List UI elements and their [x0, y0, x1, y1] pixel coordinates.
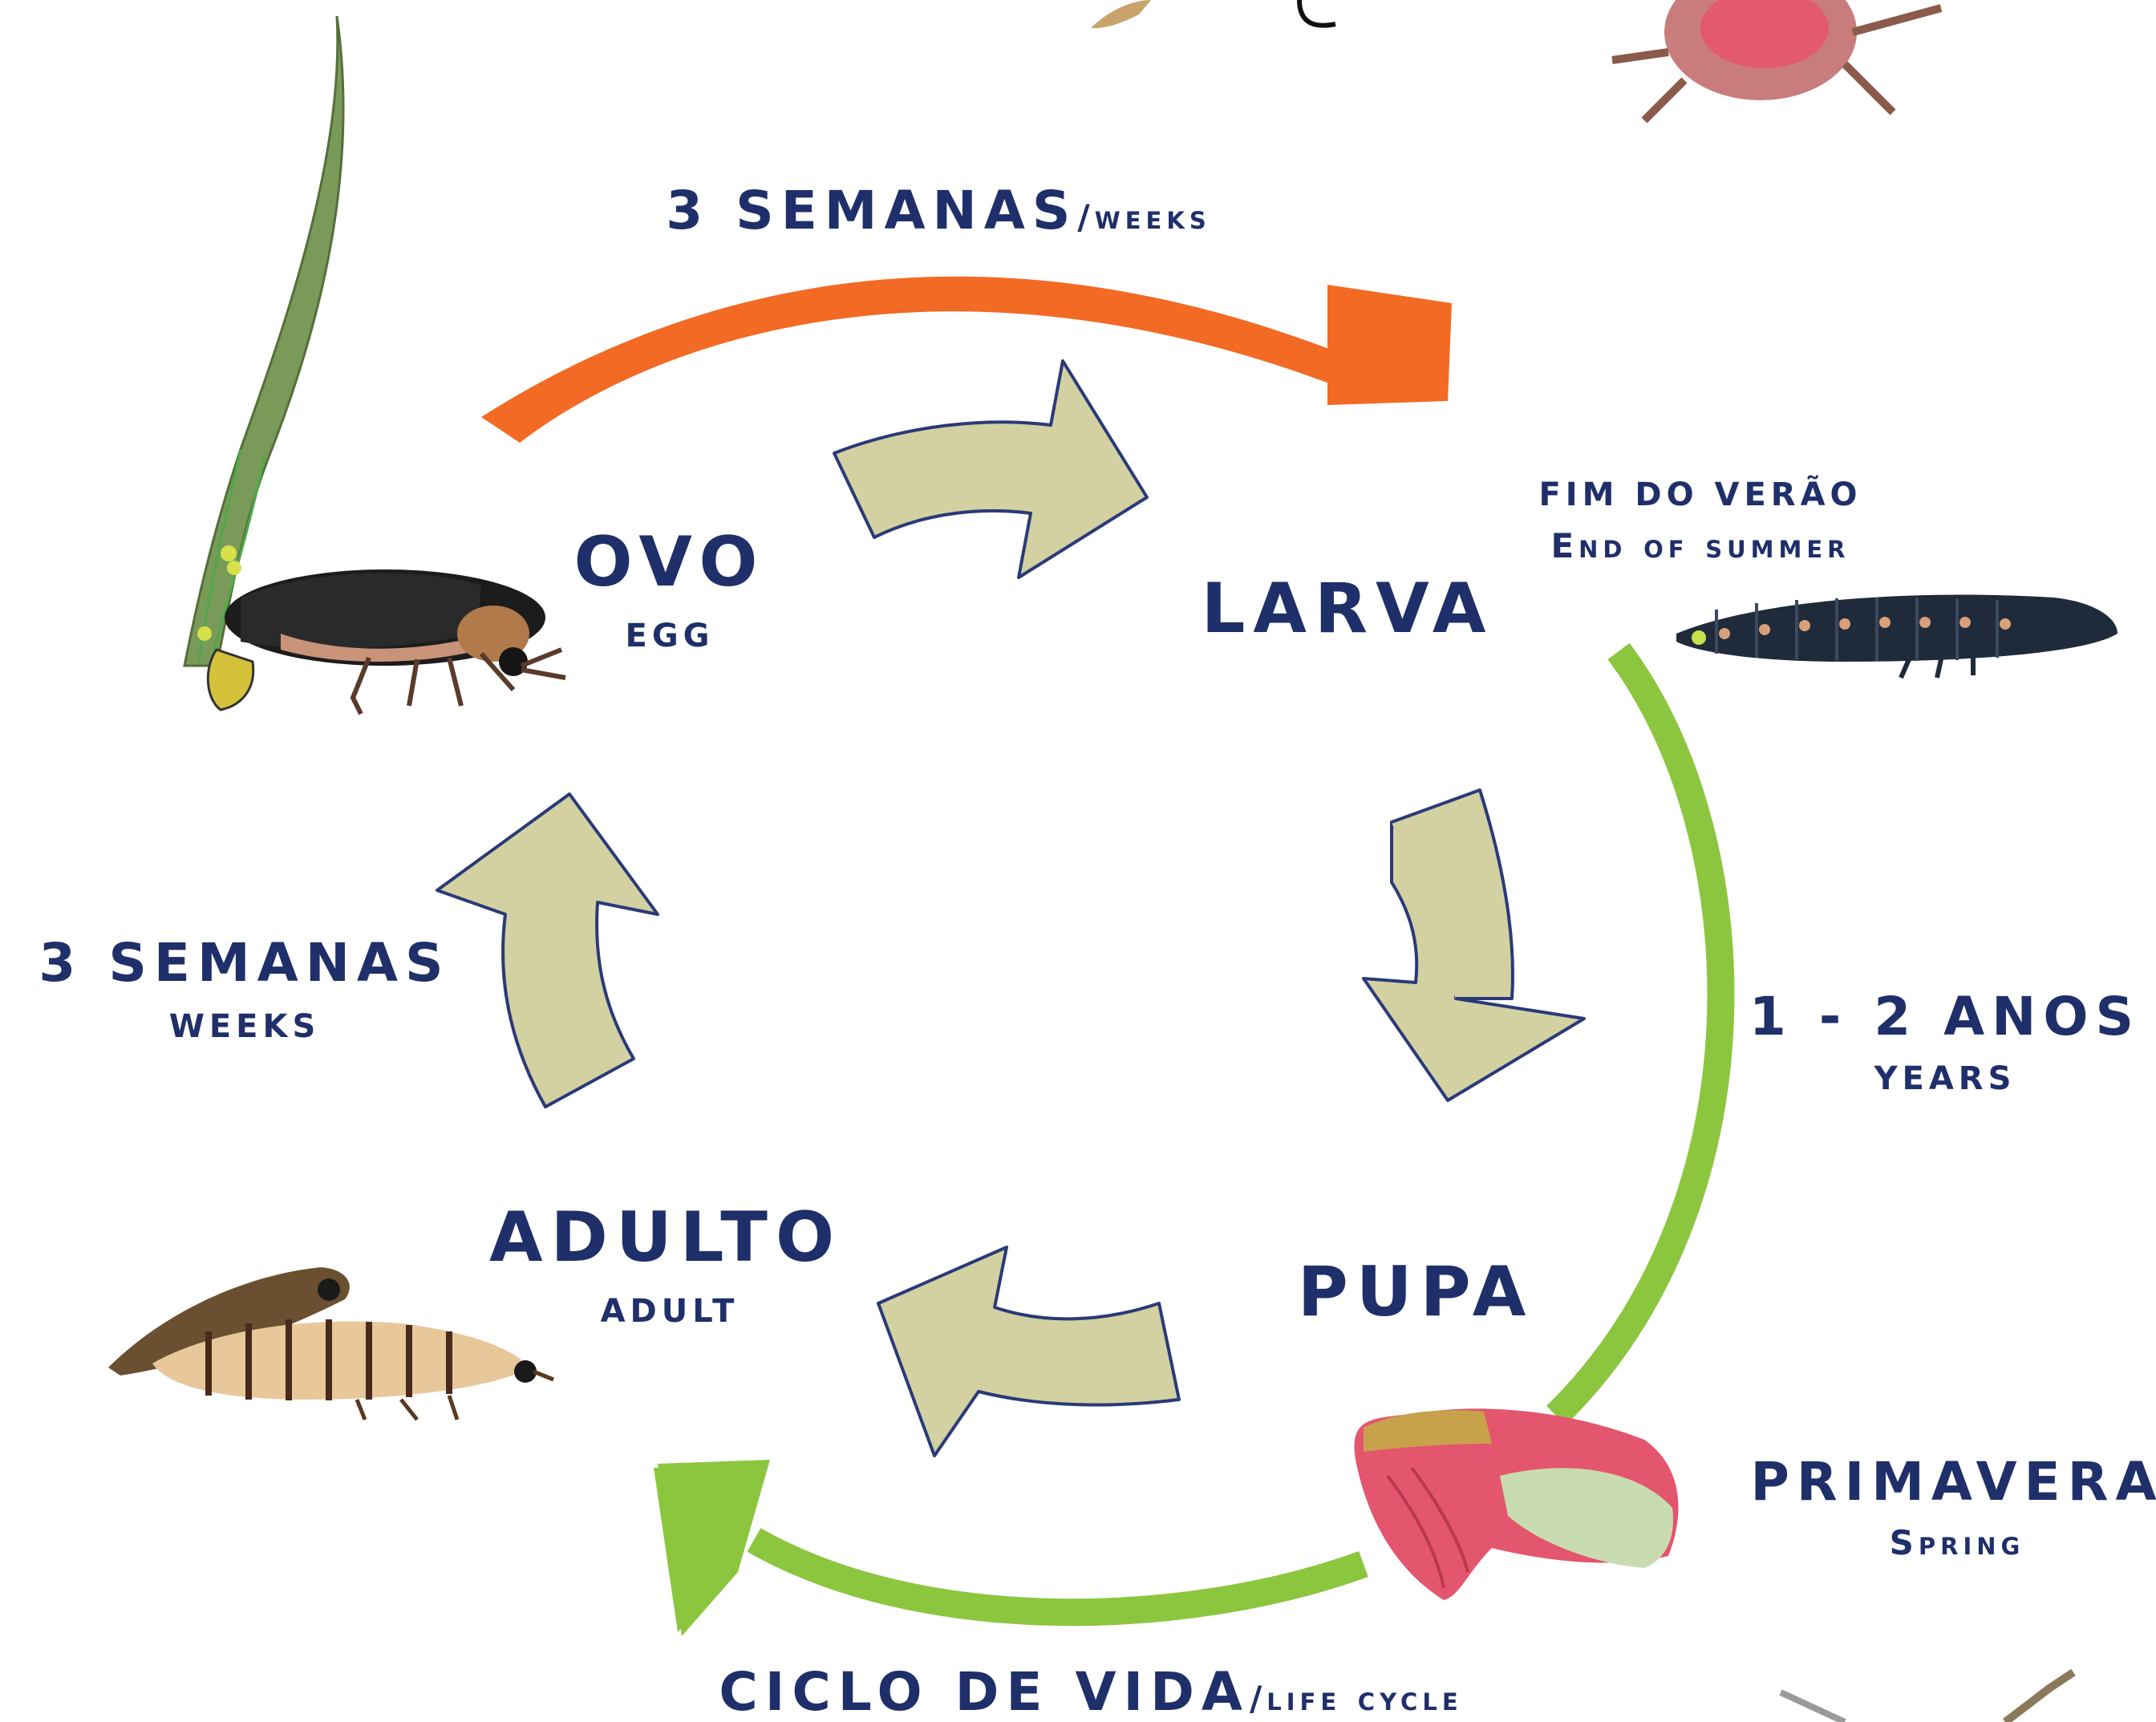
cycle-arrow-egg-to-larva [834, 361, 1147, 577]
stage-larva-name: LARVA [1202, 569, 1494, 649]
season-larva-main: FIM DO VERÃO [1538, 474, 1862, 513]
cycle-arrow-adult-to-egg [437, 794, 658, 1107]
life-cycle-caption-main: CICLO DE VIDA [719, 1661, 1250, 1722]
duration-egg-to-larva: 3 SEMANAS/weeks [666, 180, 1210, 241]
stage-egg-translation: EGG [626, 618, 715, 654]
stage-adult-name: ADULTO [489, 1197, 842, 1278]
life-cycle-caption-sub: /life cycle [1250, 1679, 1463, 1718]
stage-adult-translation: ADULT [601, 1293, 740, 1330]
stage-pupa-name: PUPA [1298, 1252, 1534, 1332]
firefly-female-on-grass-icon [184, 16, 565, 714]
duration-larva-to-pupa-main: 1 - 2 ANOS [1749, 986, 2141, 1047]
cycle-arrow-larva-to-pupa [1364, 790, 1584, 1100]
season-pupa-sub: Spring [1890, 1523, 2025, 1562]
firefly-larva-icon [1676, 594, 2118, 678]
life-cycle-caption: CICLO DE VIDA/life cycle [719, 1661, 1462, 1722]
bottom-partial-decoration [1781, 1672, 2073, 1722]
duration-adult-to-egg-main: 3 SEMANAS [38, 932, 450, 994]
firefly-pupa-icon [1354, 1408, 1678, 1600]
mating-fireflies-icon [108, 1267, 553, 1420]
season-larva-sub: End of summer [1550, 526, 1850, 565]
stage-egg-name: OVO [574, 522, 766, 602]
cycle-arrow-pupa-to-adult [878, 1247, 1179, 1456]
season-pupa-main: PRIMAVERA [1750, 1451, 2156, 1513]
duration-adult-to-egg-sub: WEEKS [169, 1008, 321, 1045]
top-partial-decoration [1091, 0, 1941, 120]
duration-larva-to-pupa-sub: YEARS [1874, 1060, 2016, 1097]
duration-egg-to-larva-main: 3 SEMANAS [666, 180, 1077, 241]
egg-period-arrow [481, 277, 1452, 443]
duration-egg-to-larva-sub: /weeks [1077, 197, 1210, 237]
